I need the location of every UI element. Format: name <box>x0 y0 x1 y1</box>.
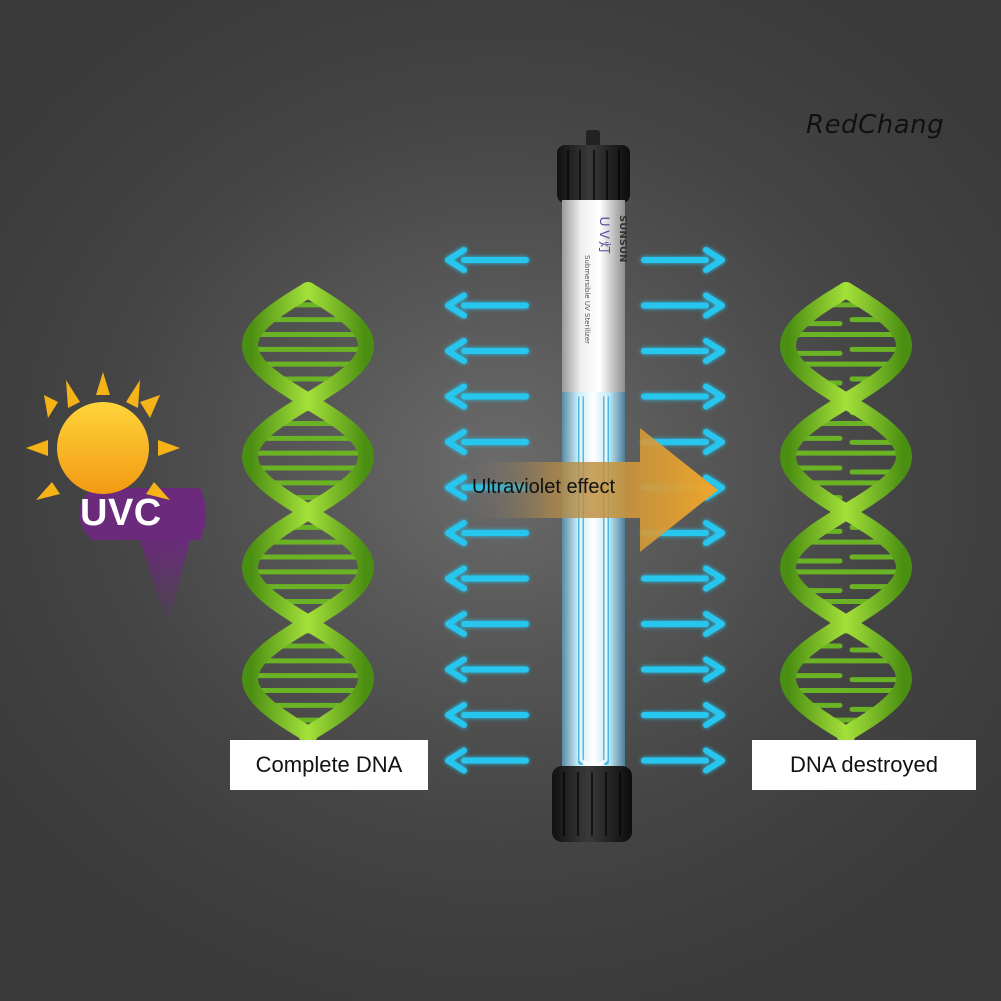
lamp-brand-text: SUNSUN <box>617 215 628 262</box>
uv-ray-arrow-icon <box>445 747 529 774</box>
uv-ray-arrow-icon <box>445 247 529 273</box>
uvc-badge <box>26 372 206 628</box>
uv-ray-arrow-icon <box>641 292 725 319</box>
uv-arrows-right <box>641 247 725 774</box>
uv-ray-arrow-icon <box>641 383 725 410</box>
uvc-label: UVC <box>80 492 162 534</box>
dna-destroyed-icon <box>779 282 913 743</box>
uv-ray-arrow-icon <box>445 611 529 637</box>
sun-icon <box>26 372 180 500</box>
dna-complete-icon <box>241 282 375 743</box>
uv-ray-arrow-icon <box>445 429 529 455</box>
uv-ray-arrow-icon <box>641 565 725 592</box>
uv-ray-arrow-icon <box>445 520 529 546</box>
dna-destroyed-label: DNA destroyed <box>752 740 976 790</box>
uv-ray-arrow-icon <box>641 247 725 273</box>
uv-ray-arrow-icon <box>445 702 529 728</box>
uv-ray-arrow-icon <box>445 383 529 410</box>
complete-dna-label: Complete DNA <box>230 740 428 790</box>
uv-ray-arrow-icon <box>641 702 725 728</box>
uv-ray-arrow-icon <box>641 611 725 637</box>
ultraviolet-effect-arrow-icon <box>466 428 718 552</box>
uv-ray-arrow-icon <box>445 292 529 319</box>
uv-ray-arrow-icon <box>445 565 529 592</box>
uv-ray-arrow-icon <box>641 747 725 774</box>
uv-ray-arrow-icon <box>445 338 529 364</box>
uv-ray-arrow-icon <box>445 656 529 683</box>
lamp-desc-text: Submersible UV Sterilizer <box>583 255 591 344</box>
ultraviolet-effect-label: Ultraviolet effect <box>472 476 616 498</box>
uv-ray-arrow-icon <box>641 338 725 364</box>
brand-watermark: RedChang <box>806 110 945 140</box>
uv-ray-arrow-icon <box>641 656 725 683</box>
lamp-label-text: ＵＶ灯 <box>596 215 611 254</box>
